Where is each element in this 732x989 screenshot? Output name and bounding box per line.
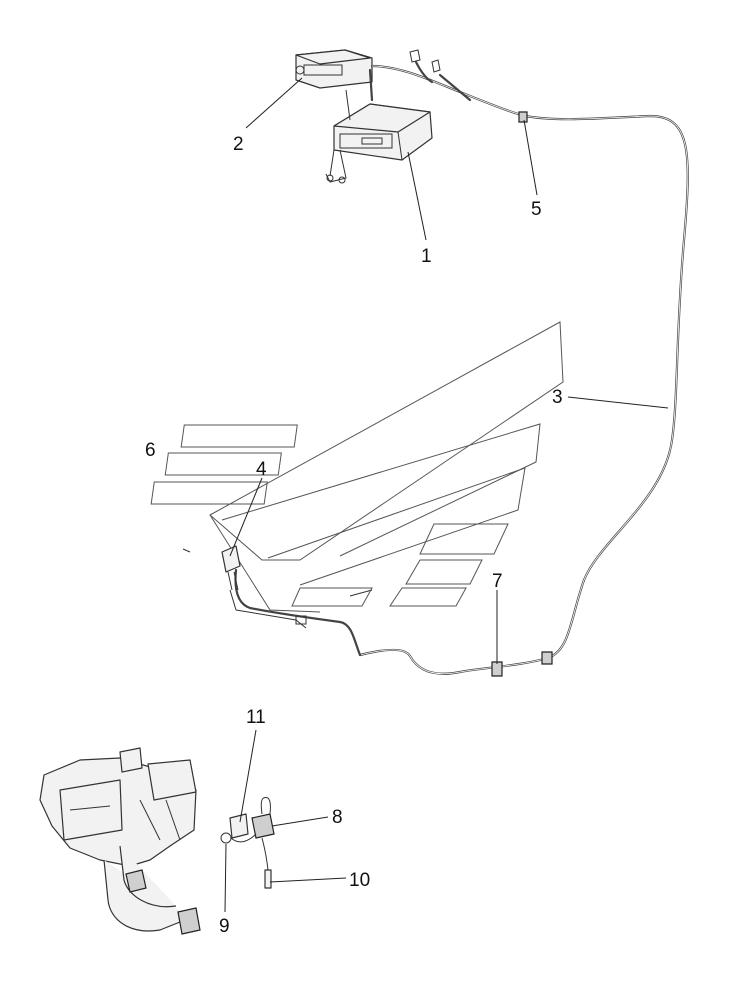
- callout-6: 6: [145, 440, 156, 461]
- callout-9: 9: [219, 916, 230, 937]
- callout-5: 5: [531, 199, 542, 220]
- top-connector: [409, 49, 441, 73]
- callout-3: 3: [552, 387, 563, 408]
- part-3-harness-cable: [234, 60, 689, 675]
- callout-2: 2: [233, 134, 244, 155]
- part-2-radio-unit: [295, 49, 373, 89]
- part-4-connector-module: [221, 545, 307, 629]
- callout-7: 7: [492, 571, 503, 592]
- callout-11: 11: [246, 707, 266, 728]
- callout-1: 1: [421, 246, 432, 267]
- callout-10: 10: [349, 870, 370, 891]
- background-logo-outline: [150, 321, 564, 613]
- part-5-cable-clip: [518, 111, 528, 123]
- part-6-small-item: [182, 548, 191, 553]
- leader-lines: [224, 77, 669, 913]
- part-7-cable-clips: [491, 651, 553, 677]
- part-9-ring-terminal: [220, 832, 257, 844]
- lower-heater-assembly: [39, 747, 201, 935]
- part-11-fuse-holder: [229, 813, 249, 839]
- part-8-relay-module: [251, 797, 275, 871]
- callout-labels: 1 2 3 4 5 6 7 8 9 10 11: [145, 134, 563, 937]
- callout-4: 4: [256, 459, 267, 480]
- part-1-main-unit: [325, 89, 433, 184]
- part-10-sensor-probe: [264, 869, 272, 889]
- callout-8: 8: [332, 807, 343, 828]
